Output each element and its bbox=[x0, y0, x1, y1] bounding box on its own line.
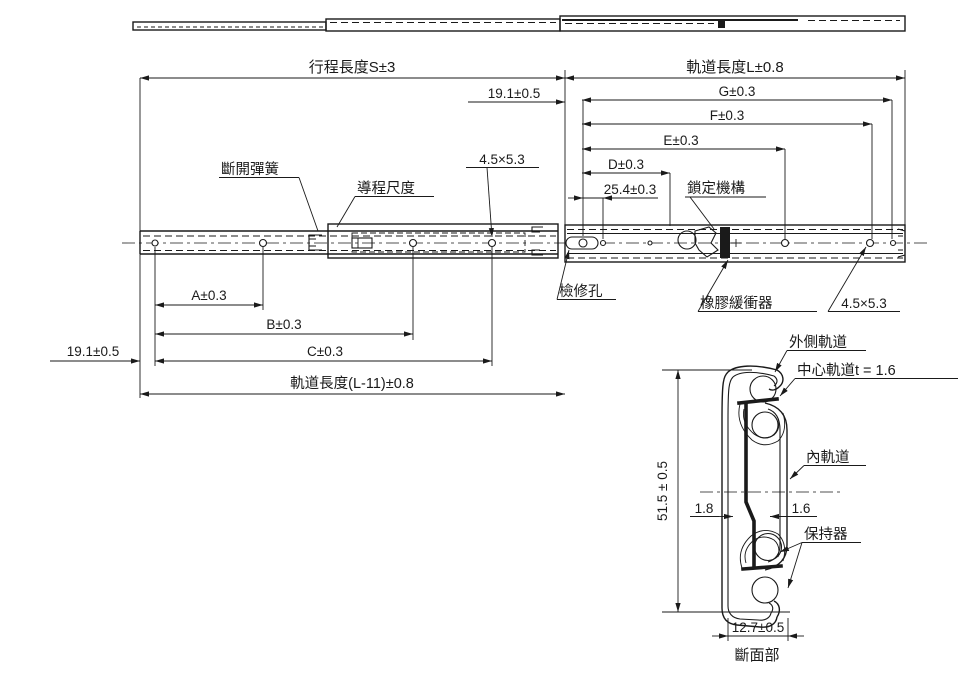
dim-e: E±0.3 bbox=[663, 133, 698, 148]
dim-hole-pitch: 25.4±0.3 bbox=[604, 182, 656, 197]
dim-f: F±0.3 bbox=[710, 108, 744, 123]
outer-rail-side bbox=[564, 224, 906, 263]
section-caption: 斷面部 bbox=[734, 647, 779, 664]
ball-bearing bbox=[751, 576, 779, 604]
dim-gap-right: 1.6 bbox=[792, 501, 811, 516]
dim-d: D±0.3 bbox=[608, 157, 644, 172]
dim-g: G±0.3 bbox=[719, 84, 756, 99]
label-lock-mechanism: 鎖定機構 bbox=[687, 180, 745, 197]
mount-hole bbox=[889, 239, 897, 247]
mount-hole bbox=[151, 239, 159, 247]
mount-hole bbox=[599, 239, 607, 247]
dim-c: C±0.3 bbox=[307, 344, 343, 359]
dim-rail-length-minus: 軌道長度(L-11)±0.8 bbox=[290, 375, 414, 392]
mount-hole bbox=[578, 238, 588, 248]
disconnect-spring-part bbox=[308, 234, 322, 251]
lock-mechanism-part bbox=[677, 226, 741, 258]
ball-bearing bbox=[751, 411, 779, 439]
label-slot-size-right: 4.5×5.3 bbox=[841, 296, 886, 311]
latch-part bbox=[351, 237, 373, 249]
mount-hole bbox=[647, 240, 653, 246]
inner-rail-side bbox=[139, 230, 558, 255]
main-side-view bbox=[122, 223, 930, 263]
callout-labels: 斷開彈簧 導程尺度 4.5×5.3 鎖定機構 檢修孔 橡膠緩衝器 4.5×5.3 bbox=[219, 152, 900, 312]
mount-hole bbox=[258, 238, 268, 248]
outer-rail-section bbox=[721, 365, 784, 628]
middle-rail-side bbox=[308, 223, 559, 259]
mount-hole bbox=[780, 238, 790, 248]
label-slot-size-top: 4.5×5.3 bbox=[479, 152, 524, 167]
bottom-dimensions: A±0.3 B±0.3 C±0.3 19.1±0.5 軌道長度(L-11)±0.… bbox=[50, 288, 565, 397]
top-dimensions: 行程長度S±3 軌道長度L±0.8 19.1±0.5 G±0.3 F±0.3 E… bbox=[140, 59, 905, 201]
cross-section-view: 51.5 ± 0.5 1.8 1.6 12.7±0.5 外側軌道 中心軌道t =… bbox=[655, 334, 958, 664]
dim-rail-length: 軌道長度L±0.8 bbox=[686, 59, 783, 76]
dim-section-height: 51.5 ± 0.5 bbox=[655, 461, 670, 521]
section-height-dimension: 51.5 ± 0.5 bbox=[655, 369, 790, 613]
extended-slide-view bbox=[132, 15, 906, 32]
dim-offset-bottom: 19.1±0.5 bbox=[67, 344, 119, 359]
rubber-bumper-part bbox=[720, 227, 730, 258]
dim-stroke-length: 行程長度S±3 bbox=[309, 59, 396, 76]
center-rail-section bbox=[737, 397, 783, 571]
section-wall-dimensions: 1.8 1.6 bbox=[690, 501, 817, 520]
inner-rail-section bbox=[764, 402, 788, 571]
label-rubber-bumper: 橡膠緩衝器 bbox=[700, 295, 773, 312]
mount-hole bbox=[487, 238, 497, 248]
mount-hole bbox=[408, 238, 418, 248]
dim-gap-left: 1.8 bbox=[695, 501, 714, 516]
dim-offset-top: 19.1±0.5 bbox=[488, 86, 540, 101]
label-retainer: 保持器 bbox=[804, 526, 848, 543]
mount-hole bbox=[865, 238, 875, 248]
label-disconnect-spring: 斷開彈簧 bbox=[221, 161, 279, 178]
label-outer-rail: 外側軌道 bbox=[789, 334, 847, 351]
dim-a: A±0.3 bbox=[191, 288, 226, 303]
section-labels: 外側軌道 中心軌道t = 1.6 內軌道 保持器 bbox=[774, 334, 958, 589]
label-lead-scale: 導程尺度 bbox=[357, 180, 415, 197]
dim-section-width: 12.7±0.5 bbox=[732, 620, 784, 635]
label-center-rail: 中心軌道t = 1.6 bbox=[797, 362, 896, 379]
top-view-rubber-stop bbox=[718, 20, 725, 28]
label-inner-rail: 內軌道 bbox=[806, 449, 850, 466]
label-inspection-hole: 檢修孔 bbox=[559, 283, 603, 300]
dim-b: B±0.3 bbox=[266, 317, 301, 332]
section-width-dimension: 12.7±0.5 bbox=[712, 618, 804, 641]
